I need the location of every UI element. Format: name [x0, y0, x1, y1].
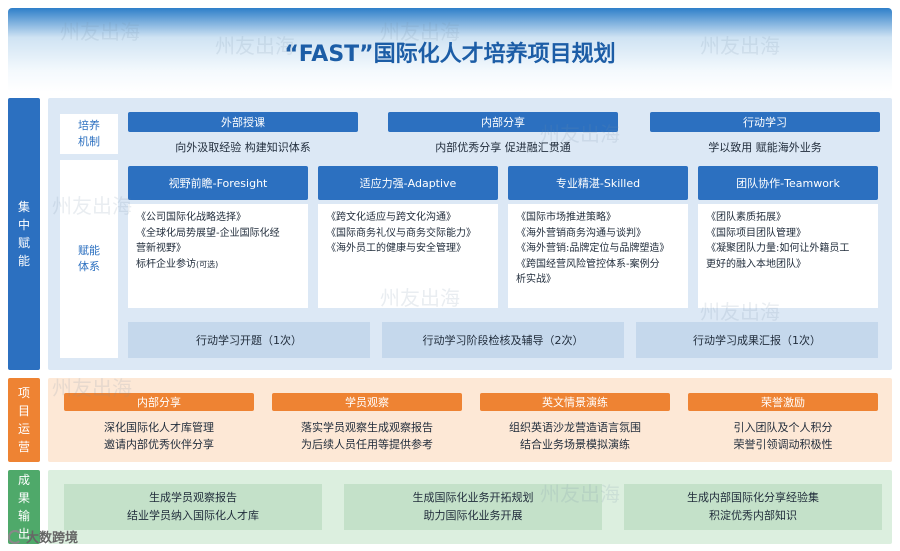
section-operation: 项 目 运 营 — [8, 378, 892, 462]
card-foresight-body: 《公司国际化战略选择》 《全球化局势展望-企业国际化经 营新视野》 标杆企业参访… — [128, 204, 308, 308]
row-label-empowerment: 赋能 体系 — [60, 160, 118, 358]
output-observe-report: 生成学员观察报告 结业学员纳入国际化人才库 — [64, 484, 322, 530]
row-label-mechanism: 培养 机制 — [60, 114, 118, 154]
course-item: 《公司国际化战略选择》 — [136, 212, 246, 223]
course-item: 《海外营销:品牌定位与品牌塑造》 — [516, 243, 670, 254]
course-item: 标杆企业参访(可选) — [136, 258, 219, 270]
brand-logo: 大数跨境 — [8, 527, 78, 546]
operation-internal-share: 内部分享 — [64, 393, 254, 411]
card-adaptive-title: 适应力强-Adaptive — [318, 166, 498, 200]
stage-checkpoint: 行动学习阶段检核及辅导（2次） — [382, 322, 624, 358]
course-item: 营新视野》 — [136, 243, 186, 254]
operation-student-observe-desc: 落实学员观察生成观察报告 为后续人员任用等提供参考 — [301, 421, 433, 451]
stage-report: 行动学习成果汇报（1次） — [636, 322, 878, 358]
mechanism-external-lecture: 外部授课 — [128, 112, 358, 132]
course-item: 《国际项目团队管理》 — [706, 227, 806, 239]
course-item: 《国际市场推进策略》 — [516, 212, 616, 223]
section-body-operation — [48, 378, 892, 462]
course-item: 《全球化局势展望-企业国际化经 — [136, 227, 280, 239]
card-skilled-body: 《国际市场推进策略》 《海外营销商务沟通与谈判》 《海外营销:品牌定位与品牌塑造… — [508, 204, 688, 308]
output-experience-collection: 生成内部国际化分享经验集 积淀优秀内部知识 — [624, 484, 882, 530]
page-title: “FAST”国际化人才培养项目规划 — [284, 42, 616, 67]
stage-kickoff: 行动学习开题（1次） — [128, 322, 370, 358]
operation-honor-incentive-desc: 引入团队及个人积分 荣誉引领调动积极性 — [733, 421, 833, 451]
card-teamwork-title: 团队协作-Teamwork — [698, 166, 878, 200]
section-tab-empower: 集 中 赋 能 — [8, 98, 40, 370]
card-teamwork-body: 《团队素质拓展》 《国际项目团队管理》 《凝聚团队力量:如何让外籍员工 更好的融… — [698, 204, 878, 308]
operation-honor-incentive: 荣誉激励 — [688, 393, 878, 411]
course-item: 更好的融入本地团队》 — [706, 258, 806, 270]
course-item: 析实战》 — [516, 274, 556, 285]
optional-note: (可选) — [196, 259, 219, 269]
brand-logo-icon — [8, 529, 22, 544]
brand-logo-text: 大数跨境 — [26, 531, 79, 546]
card-foresight-title: 视野前瞻-Foresight — [128, 166, 308, 200]
section-tab-operation: 项 目 运 营 — [8, 378, 40, 462]
operation-english-drill: 英文情景演练 — [480, 393, 670, 411]
mechanism-internal-share: 内部分享 — [388, 112, 618, 132]
course-item: 《海外员工的健康与安全管理》 — [326, 243, 466, 254]
course-item: 《国际商务礼仪与商务交际能力》 — [326, 227, 476, 239]
output-business-plan: 生成国际化业务开拓规划 助力国际化业务开展 — [344, 484, 602, 530]
course-item: 《凝聚团队力量:如何让外籍员工 — [706, 243, 850, 254]
mechanism-internal-desc: 内部优秀分享 促进融汇贯通 — [435, 141, 571, 154]
operation-english-drill-desc: 组织英语沙龙营造语言氛围 结合业务场景模拟演练 — [509, 421, 641, 451]
mechanism-external-desc: 向外汲取经验 构建知识体系 — [175, 141, 311, 154]
course-item: 《跨国经营风险管控体系-案例分 — [516, 258, 660, 270]
operation-internal-share-desc: 深化国际化人才库管理 邀请内部优秀伙伴分享 — [104, 421, 214, 451]
operation-student-observe: 学员观察 — [272, 393, 462, 411]
course-item: 《跨文化适应与跨文化沟通》 — [326, 212, 456, 223]
title-banner: “FAST”国际化人才培养项目规划 — [8, 8, 892, 92]
course-item: 《海外营销商务沟通与谈判》 — [516, 227, 646, 239]
card-skilled-title: 专业精湛-Skilled — [508, 166, 688, 200]
card-adaptive-body: 《跨文化适应与跨文化沟通》 《国际商务礼仪与商务交际能力》 《海外员工的健康与安… — [318, 204, 498, 308]
mechanism-action-desc: 学以致用 赋能海外业务 — [708, 141, 822, 154]
mechanism-action-learning: 行动学习 — [650, 112, 880, 132]
course-item: 《团队素质拓展》 — [706, 212, 786, 223]
